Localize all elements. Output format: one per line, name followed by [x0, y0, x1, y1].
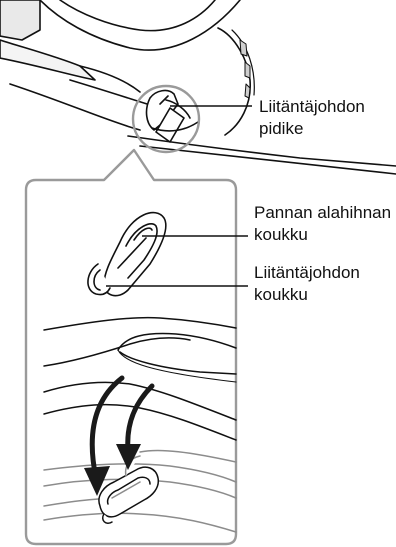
callout-cord-holder-line2: pidike [259, 118, 365, 140]
callout-cord-hook-line2: koukku [254, 284, 360, 306]
headset-band [0, 0, 396, 174]
callout-cord-holder-line1: Liitäntäjohdon [259, 96, 365, 118]
callout-cord-hook: Liitäntäjohdon koukku [254, 262, 360, 306]
callout-cord-holder: Liitäntäjohdon pidike [259, 96, 365, 140]
callout-cord-hook-line1: Liitäntäjohdon [254, 262, 360, 284]
callout-strap-hook-line1: Pannan alahihnan [254, 202, 391, 224]
callout-strap-hook: Pannan alahihnan koukku [254, 202, 391, 246]
callout-strap-hook-line2: koukku [254, 224, 391, 246]
